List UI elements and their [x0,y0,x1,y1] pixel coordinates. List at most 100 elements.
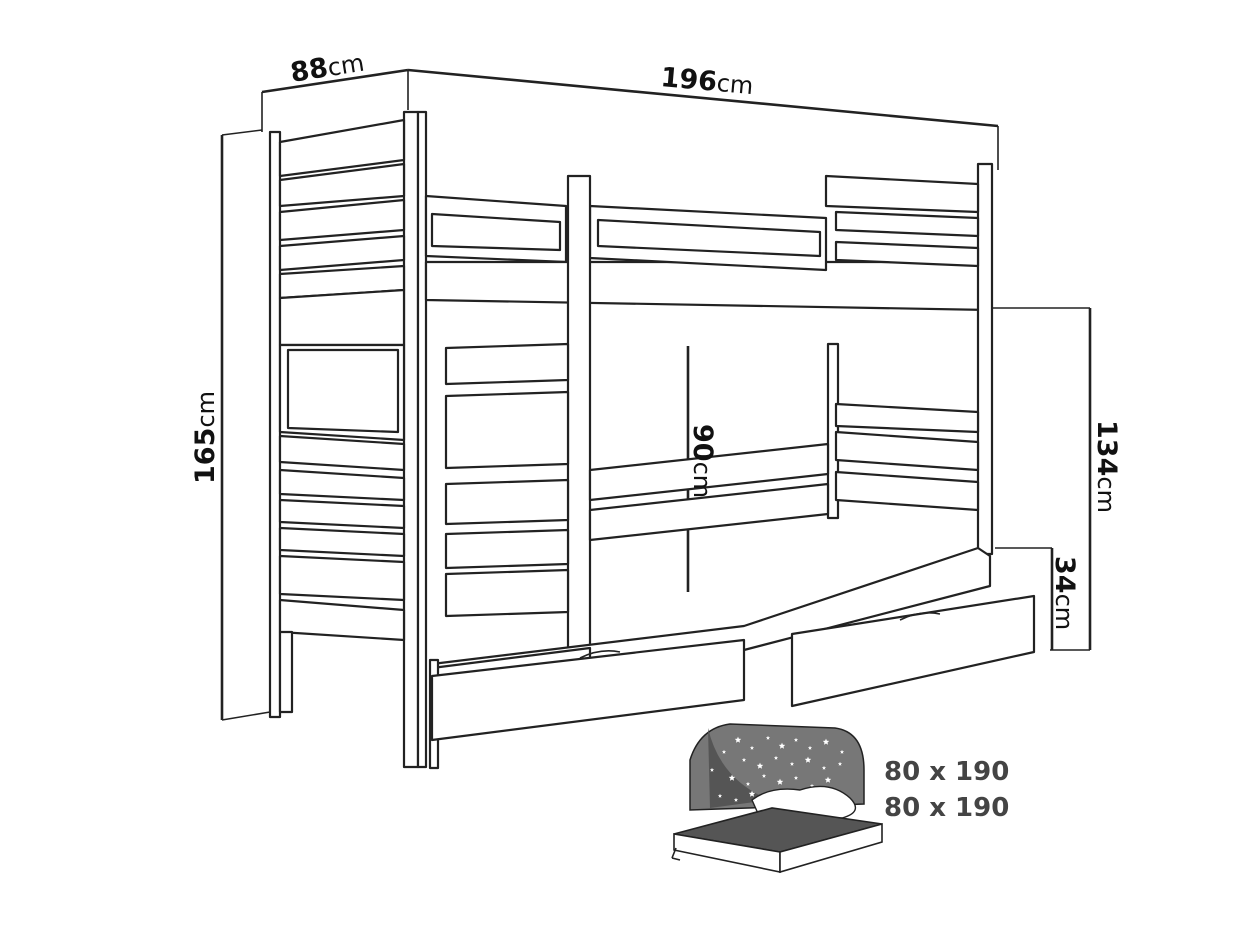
left-end-lower-slat-2 [278,468,406,502]
length-label: 196cm [659,62,754,101]
right-end-lower-slat-1 [834,402,980,434]
clearance-value: 90 [687,424,718,462]
mattress-icon [671,723,883,874]
star-icon [749,745,755,750]
star-icon [745,781,751,786]
right-end-lower-slat-2 [834,430,980,472]
left-end-slat-3 [278,234,406,272]
star-icon [741,757,747,762]
mattress-size-upper: 80 x 190 [884,757,1009,787]
left-back-post [402,110,420,769]
drawer-2-handle [899,612,941,621]
star-icon [721,749,727,754]
star-icon [821,765,827,770]
upper-bed-height-value: 134 [1091,420,1122,476]
length-unit: cm [716,69,755,100]
right-end-post [976,162,994,556]
total-height-unit: cm [192,391,220,428]
ladder-rung-4 [444,528,570,570]
lower-guard-rail-2 [588,482,830,542]
star-icon [822,738,830,745]
ladder-rung-5 [444,568,570,618]
bed-frame [268,110,1036,770]
lower-guard-rail-1 [588,442,830,502]
upper-guard-slot [596,218,822,258]
mattress-night-sky [708,728,770,808]
right-end-upper-slat-2 [834,240,980,268]
star-icon [765,735,771,740]
right-end-upper-slat-1 [834,210,980,238]
svg-text:90cm: 90cm [687,424,718,498]
left-end-window-inner [286,348,400,434]
depth-value: 88 [288,52,330,88]
upper-front-rail [424,260,992,312]
left-end-slat-1 [278,162,406,208]
left-end-lower-slat-5 [278,554,406,602]
left-end-upper-panel [278,288,406,347]
left-end-slat-2 [278,198,406,242]
star-icon [804,756,812,763]
left-back-post-side [416,110,428,769]
right-end-lower-slat-3 [834,470,980,512]
left-front-post [268,130,282,719]
total-height-label: 165cm [190,391,221,484]
mattress-side [779,822,883,874]
ladder-right-post [826,342,840,520]
star-icon [756,762,764,769]
depth-label: 88cm [288,47,366,89]
left-end-lower-slat-3 [278,498,406,530]
ladder-rung-2 [444,390,570,470]
height-dim-tick-top [221,129,263,136]
svg-text:88cm: 88cm [288,47,366,89]
star-icon [793,737,799,742]
drawer-1-handle [579,650,621,659]
length-dim-line [407,68,999,128]
mattress-size-lower: 80 x 190 [884,793,1009,823]
left-end-lower-slat-4 [278,526,406,558]
total-height-value: 165 [190,428,221,484]
star-icon [709,767,715,772]
upper-back-rail-slot [430,212,562,252]
star-icon [748,790,756,797]
star-icon [761,773,767,778]
ladder-rung-3 [444,478,570,526]
clearance-label: 90cm [687,424,718,498]
star-icon [807,745,813,750]
svg-text:165cm: 165cm [190,391,221,484]
depth-unit: cm [326,49,367,82]
ladder-left-post [566,174,592,656]
left-end-lower-slat-1 [278,434,406,472]
clearance-unit: cm [688,462,716,499]
height-dim-tick-bottom [221,711,271,721]
star-icon [793,775,799,780]
drawer-height-unit: cm [1050,594,1078,631]
star-icon [734,736,742,743]
star-icon [776,778,784,785]
drawer-1 [430,638,746,742]
upper-bed-height-label: 134cm [1091,420,1122,513]
star-icon [789,761,795,766]
ladder-rung-1 [444,342,570,386]
star-icon [733,797,739,802]
left-end-top-rail [278,118,406,178]
star-icon [778,742,786,749]
svg-text:196cm: 196cm [659,62,754,101]
dimension-lines [220,68,1092,721]
star-icons [709,735,845,802]
mattress-arrow-icon [671,847,681,861]
drawer-2 [790,594,1036,708]
upper-bed-height-unit: cm [1092,476,1120,513]
svg-text:34cm: 34cm [1049,556,1080,630]
star-icon [773,755,779,760]
left-end-foot [278,630,294,714]
star-icon [717,793,723,798]
left-end-bottom-rail [278,598,406,642]
right-end-top-rail [824,174,980,214]
star-icon [839,749,845,754]
star-icon [824,776,832,783]
star-icon [728,774,736,781]
svg-text:134cm: 134cm [1091,420,1122,513]
drawer-height-label: 34cm [1049,556,1080,630]
